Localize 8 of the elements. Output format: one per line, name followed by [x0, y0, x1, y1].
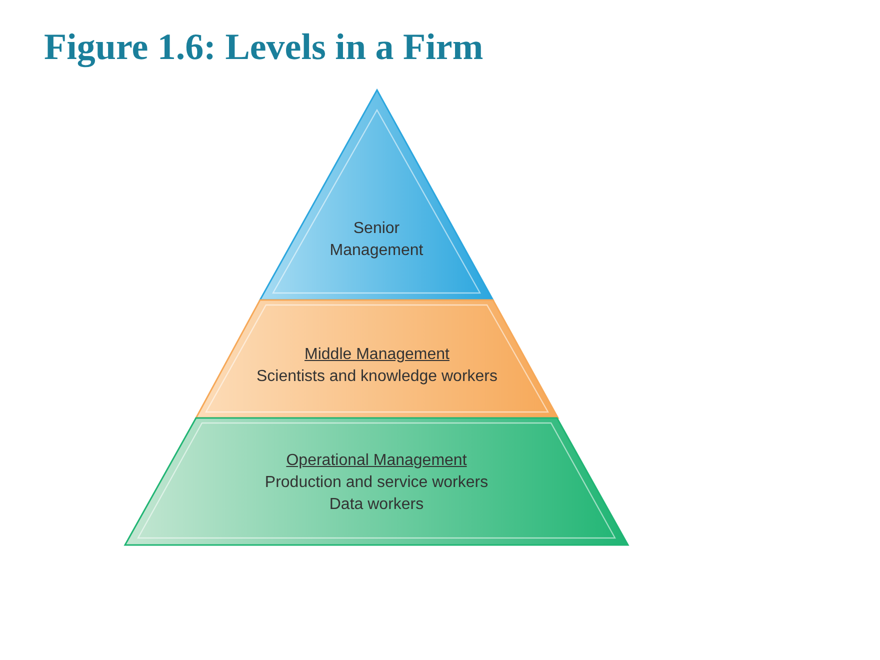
tier-heading: Operational Management	[286, 451, 467, 471]
tier-label: Senior Management	[328, 219, 424, 261]
tier-label: Scientists and knowledge workers	[256, 367, 498, 387]
tier-heading: Middle Management	[304, 345, 450, 365]
pyramid-tier	[258, 88, 495, 302]
tier-label: Data workers	[329, 495, 424, 515]
title: Figure 1.6: Levels in a Firm	[44, 26, 484, 69]
tier-label: Production and service workers	[264, 473, 488, 493]
